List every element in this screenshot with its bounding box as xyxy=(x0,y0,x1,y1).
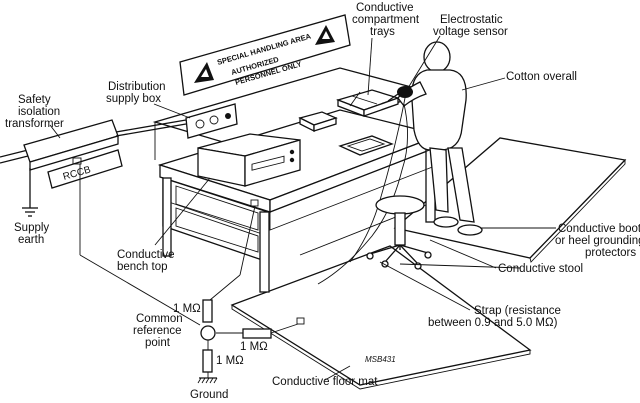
svg-text:Conductive: Conductive xyxy=(117,249,175,261)
label-ground: Ground xyxy=(190,389,228,401)
svg-text:Supply: Supply xyxy=(14,222,49,234)
svg-text:Conductive boots: Conductive boots xyxy=(558,223,640,235)
safety-isolation-transformer xyxy=(0,119,187,171)
svg-text:Conductive: Conductive xyxy=(356,2,414,14)
leader-lines xyxy=(49,35,556,381)
conductive-floor-mat xyxy=(230,245,532,390)
svg-text:Conductive stool: Conductive stool xyxy=(498,263,583,275)
bench-small-box xyxy=(298,111,338,133)
bench-tray xyxy=(338,135,394,156)
label-voltage-sensor: Electrostatic voltage sensor xyxy=(433,14,508,38)
svg-text:bench top: bench top xyxy=(117,261,168,273)
label-cotton-overall: Cotton overall xyxy=(506,71,577,83)
warning-sign: SPECIAL HANDLING AREA AUTHORIZED PERSONN… xyxy=(179,14,351,96)
svg-text:isolation: isolation xyxy=(18,106,60,118)
svg-text:Conductive floor mat: Conductive floor mat xyxy=(272,376,378,388)
label-resistors: 1 MΩ 1 MΩ 1 MΩ xyxy=(173,303,268,367)
svg-text:supply box: supply box xyxy=(106,93,161,105)
bench-frame xyxy=(162,143,436,293)
svg-text:between 0.9 and 5.0 MΩ): between 0.9 and 5.0 MΩ) xyxy=(428,317,558,329)
svg-text:Distribution: Distribution xyxy=(108,81,166,93)
resistor-bottom-label: 1 MΩ xyxy=(216,355,244,367)
label-compartment-trays: Conductive compartment trays xyxy=(352,2,420,38)
svg-text:Cotton overall: Cotton overall xyxy=(506,71,577,83)
resistor-top-label: 1 MΩ xyxy=(173,303,201,315)
svg-text:compartment: compartment xyxy=(352,14,420,26)
label-conductive-boots: Conductive boots or heel grounding prote… xyxy=(555,223,640,259)
label-safety-isolation-transformer: Safety isolation transformer xyxy=(5,94,64,130)
conductive-stool xyxy=(366,195,432,270)
svg-text:trays: trays xyxy=(370,26,395,38)
label-common-reference-point: Common reference point xyxy=(133,313,183,349)
label-bench-top: Conductive bench top xyxy=(117,249,175,273)
resistor-right-label: 1 MΩ xyxy=(240,341,268,353)
svg-text:Ground: Ground xyxy=(190,389,228,401)
resistor-bottom xyxy=(202,340,213,378)
supply-earth-symbol xyxy=(22,168,38,217)
svg-text:Common: Common xyxy=(136,313,183,325)
svg-text:reference: reference xyxy=(133,325,182,337)
rccb-box: RCCB xyxy=(47,149,123,189)
label-distribution-supply-box: Distribution supply box xyxy=(106,81,166,105)
resistor-top xyxy=(202,299,213,323)
label-figure-code: MSB431 xyxy=(365,355,396,364)
distribution-supply-box xyxy=(185,103,238,139)
svg-text:earth: earth xyxy=(18,234,44,246)
svg-text:Electrostatic: Electrostatic xyxy=(440,14,503,26)
svg-text:point: point xyxy=(145,337,171,349)
svg-text:Strap (resistance: Strap (resistance xyxy=(474,305,561,317)
common-reference-point xyxy=(200,325,216,341)
resistor-right xyxy=(242,328,272,339)
label-conductive-stool: Conductive stool xyxy=(498,263,583,275)
svg-text:voltage sensor: voltage sensor xyxy=(433,26,508,38)
ground-symbol xyxy=(197,377,218,384)
svg-text:MSB431: MSB431 xyxy=(365,355,396,364)
conductive-compartment-trays xyxy=(335,89,401,117)
svg-text:protectors: protectors xyxy=(585,247,636,259)
earth-wiring xyxy=(79,164,521,334)
bench-instrument xyxy=(197,133,301,187)
svg-text:Safety: Safety xyxy=(18,94,51,106)
label-supply-earth: Supply earth xyxy=(14,222,49,246)
label-strap: Strap (resistance between 0.9 and 5.0 MΩ… xyxy=(428,305,561,329)
svg-text:or heel grounding: or heel grounding xyxy=(555,235,640,247)
svg-text:transformer: transformer xyxy=(5,118,64,130)
label-floor-mat: Conductive floor mat xyxy=(272,376,378,388)
